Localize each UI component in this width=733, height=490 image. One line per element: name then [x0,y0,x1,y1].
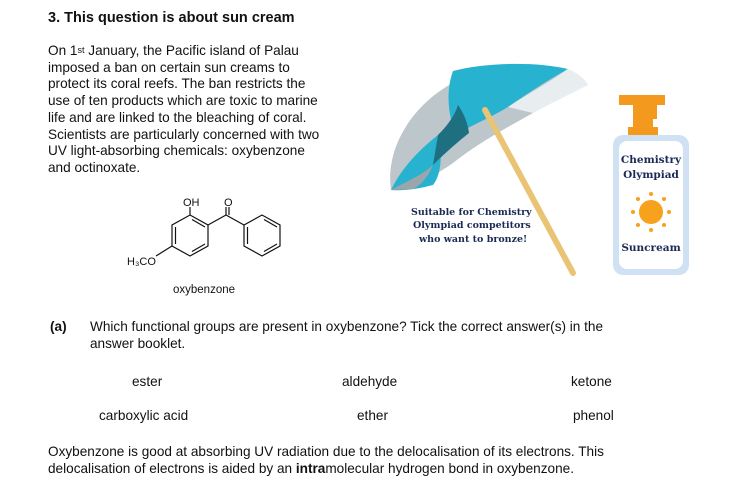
intro-line: On 1st January, the Pacific island of Pa… [48,43,299,58]
option-aldehyde: aldehyde [342,374,398,389]
methoxy-label: H₃CO [127,256,156,268]
option-carboxylic-acid: carboxylic acid [99,408,189,423]
intro-line: imposed a ban on certain sun creams to [48,59,290,75]
umbrella-pole [482,107,576,276]
bottle-brand-line: Olympiad [623,169,679,181]
left-benzene-ring [171,214,209,257]
intro-line: life and are linked to the bleaching of … [48,109,307,125]
closing-line: Oxybenzone is good at absorbing UV radia… [48,444,604,459]
molecule-caption: oxybenzone [173,284,236,296]
part-a-question-line: Which functional groups are present in o… [90,319,604,334]
carbonyl-oxygen-label: O [224,197,233,209]
question-title: 3. This question is about sun cream [48,10,295,26]
intro-paragraph: On 1st January, the Pacific island of Pa… [48,43,388,177]
intro-line: use of ten products which are toxic to m… [48,93,318,109]
suncream-bottle-icon: Chemistry Olympiad Suncream [613,95,689,275]
umbrella-icon [390,63,588,276]
hydroxyl-label: OH [183,197,200,209]
part-a-label: (a) [50,319,67,334]
option-ether: ether [357,408,388,423]
closing-line: delocalisation of electrons is aided by … [48,461,574,476]
bottle-product-label: Suncream [621,242,680,254]
part-a-question: Which functional groups are present in o… [90,319,710,352]
option-ester: ester [132,374,163,389]
sign-line: Suitable for Chemistry [411,207,532,218]
intro-line: protect its coral reefs. The ban restric… [48,76,306,92]
oxybenzone-structure: OH O H₃CO [127,197,281,268]
sign-line: Olympiad competitors [413,220,531,231]
option-ketone: ketone [571,374,612,389]
option-phenol: phenol [573,408,614,423]
sun-cream-illustration: Suitable for Chemistry Olympiad competit… [390,63,689,276]
right-benzene-ring [243,214,281,257]
sign-line: who want to bronze! [418,234,527,245]
closing-paragraph: Oxybenzone is good at absorbing UV radia… [48,443,728,477]
intro-line: and octinoxate. [48,159,141,175]
intro-line: Scientists are particularly concerned wi… [48,126,320,142]
intro-line: UV light-absorbing chemicals: oxybenzone [48,143,305,159]
part-a-question-line: answer booklet. [90,335,186,351]
bottle-brand-line: Chemistry [621,154,682,166]
sun-icon [631,192,671,232]
